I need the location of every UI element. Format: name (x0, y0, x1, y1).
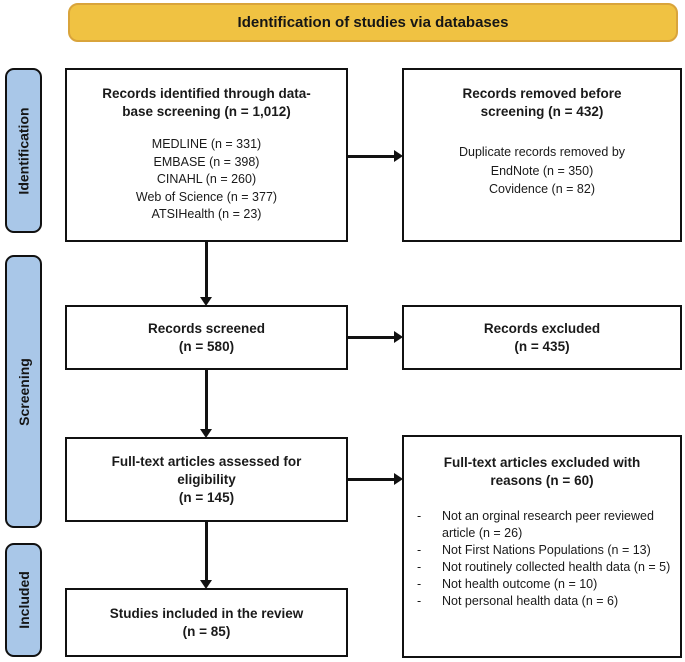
title-line: Records removed before (462, 86, 622, 101)
title-line: screening (n = 432) (480, 104, 604, 119)
box-records-identified: Records identified through data- base sc… (65, 68, 348, 242)
box-fulltext-assessed: Full-text articles assessed for eligibil… (65, 437, 348, 522)
arrow-screened-to-excluded (347, 331, 403, 344)
arrow-shaft (205, 370, 208, 434)
title-line: (n = 85) (182, 623, 231, 639)
title-line: eligibility (177, 471, 236, 487)
title-line: base screening (n = 1,012) (122, 104, 291, 119)
reason-text: Not personal health data (n = 6) (442, 594, 619, 608)
arrow-head-right-icon (394, 473, 403, 485)
title-line: (n = 435) (514, 338, 570, 354)
box-fulltext-excluded: Full-text articles excluded with reasons… (402, 435, 682, 658)
exclusion-reason-item: - Not personal health data (n = 6) (417, 593, 674, 610)
box-records-removed: Records removed before screening (n = 43… (402, 68, 682, 242)
box-records-screened: Records screened (n = 580) (65, 305, 348, 370)
exclusion-reason-item: - Not health outcome (n = 10) (417, 576, 674, 593)
box-records-excluded: Records excluded (n = 435) (402, 305, 682, 370)
database-item: CINAHL (n = 260) (156, 172, 257, 186)
title-line: Studies included in the review (109, 605, 304, 621)
box-studies-included: Studies included in the review (n = 85) (65, 588, 348, 657)
title-line: Full-text articles excluded with (443, 455, 641, 470)
database-item: ATSIHealth (n = 23) (151, 207, 262, 221)
reason-text: Not First Nations Populations (n = 13) (442, 543, 651, 557)
removed-item: Covidence (n = 82) (489, 182, 595, 196)
database-item: EMBASE (n = 398) (153, 154, 260, 169)
arrow-shaft (205, 242, 208, 302)
exclusion-reason-item: - Not an orginal research peer reviewed … (417, 508, 674, 542)
arrow-shaft (205, 521, 208, 585)
bullet-dash: - (417, 594, 422, 608)
box-records-screened-title: Records screened (n = 580) (67, 320, 346, 356)
title-line: reasons (n = 60) (490, 473, 594, 488)
arrow-assessed-to-included (200, 521, 213, 589)
arrow-head-right-icon (394, 331, 403, 343)
arrow-identified-to-screened (200, 242, 213, 306)
exclusion-reason-list: - Not an orginal research peer reviewed … (404, 508, 680, 610)
arrow-shaft (347, 155, 399, 158)
bullet-dash: - (417, 543, 422, 557)
bullet-dash: - (417, 577, 422, 591)
banner-title: Identification of studies via databases (237, 14, 509, 31)
stage-label-included: Included (5, 543, 42, 657)
arrow-head-down-icon (200, 429, 212, 438)
arrow-screened-to-assessed (200, 370, 213, 438)
arrow-head-down-icon (200, 297, 212, 306)
bullet-dash: - (417, 560, 422, 574)
reason-text: Not routinely collected health data (n =… (442, 560, 671, 574)
arrow-shaft (347, 336, 399, 339)
title-line: (n = 580) (178, 338, 235, 354)
stage-label-identification: Identification (5, 68, 42, 233)
arrow-head-down-icon (200, 580, 212, 589)
title-line: Records screened (147, 320, 266, 336)
exclusion-reason-item: - Not routinely collected health data (n… (417, 559, 674, 576)
stage-label-screening: Screening (5, 255, 42, 528)
database-item: MEDLINE (n = 331) (151, 137, 262, 151)
database-item: Web of Science (n = 377) (135, 189, 278, 204)
title-line: Full-text articles assessed for (111, 453, 302, 469)
box-records-identified-title: Records identified through data- base sc… (67, 85, 346, 121)
arrow-assessed-to-ft-excluded (347, 473, 403, 486)
reason-text: Not an orginal research peer reviewed ar… (442, 509, 654, 540)
box-records-identified-body: MEDLINE (n = 331) EMBASE (n = 398) CINAH… (67, 136, 346, 224)
stage-label-screening-text: Screening (15, 357, 32, 426)
reason-text: Not health outcome (n = 10) (442, 577, 598, 591)
stage-label-identification-text: Identification (15, 106, 32, 195)
exclusion-reason-item: - Not First Nations Populations (n = 13) (417, 542, 674, 559)
arrow-shaft (347, 478, 399, 481)
title-line: Records excluded (483, 320, 601, 336)
box-fulltext-excluded-title: Full-text articles excluded with reasons… (404, 454, 680, 490)
arrow-identified-to-removed (347, 150, 403, 163)
removed-item: EndNote (n = 350) (490, 163, 594, 178)
box-studies-included-title: Studies included in the review (n = 85) (67, 605, 346, 641)
arrow-head-right-icon (394, 150, 403, 162)
title-line: (n = 145) (178, 489, 235, 505)
box-records-excluded-title: Records excluded (n = 435) (404, 320, 680, 356)
box-fulltext-assessed-title: Full-text articles assessed for eligibil… (67, 453, 346, 507)
bullet-dash: - (417, 509, 422, 523)
stage-label-included-text: Included (15, 571, 32, 629)
box-records-removed-title: Records removed before screening (n = 43… (404, 85, 680, 121)
box-records-removed-body: Duplicate records removed by EndNote (n … (404, 143, 680, 199)
removed-item: Duplicate records removed by (458, 145, 626, 159)
title-line: Records identified through data- (102, 86, 311, 101)
banner: Identification of studies via databases (68, 3, 678, 42)
